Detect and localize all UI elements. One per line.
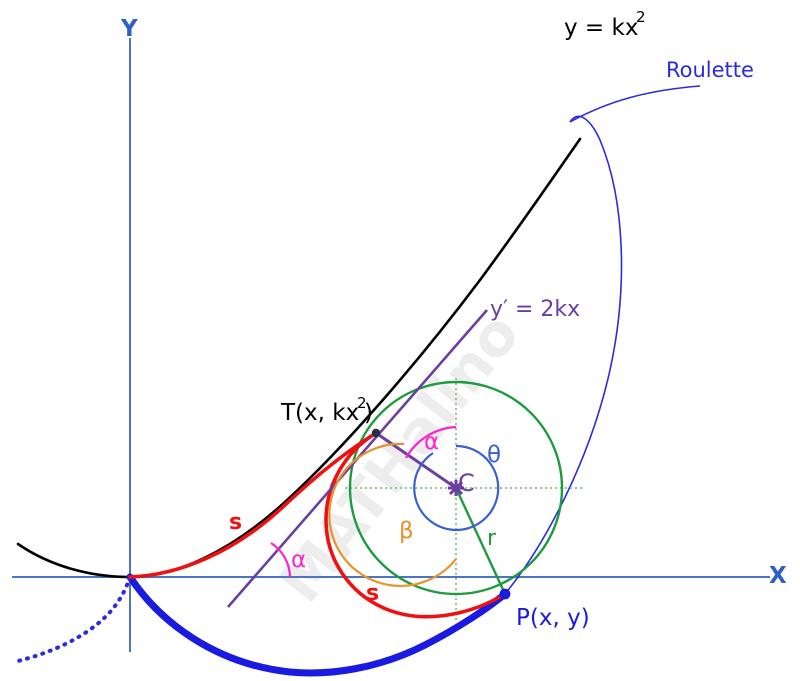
point-t-label: T(x, kx 2 ): [280, 394, 373, 426]
segment-t-to-c: [375, 431, 457, 490]
parabola-curve: [16, 137, 582, 579]
derivative-equation-label: y′ = 2kx: [490, 297, 580, 322]
angle-theta-label: θ: [487, 442, 501, 468]
point-t-marker: [371, 428, 381, 438]
angle-beta-arc: [328, 442, 457, 587]
point-t-label-suffix: ): [364, 400, 373, 426]
points-group: T(x, kx 2 ) C P(x, y): [280, 394, 590, 631]
radius-label: r: [487, 526, 497, 551]
arc-length-circle-part: [324, 431, 507, 619]
roulette-thin-group: Roulette: [504, 58, 754, 595]
angle-alpha-center-arc: [405, 425, 457, 459]
point-t-label-text: T(x, kx: [280, 400, 359, 426]
arc-length-label-lower: s: [366, 581, 379, 606]
parabola-equation-label: y = kx 2: [564, 8, 646, 41]
roulette-label: Roulette: [666, 58, 754, 82]
parabola-equation-exponent: 2: [636, 8, 646, 26]
point-c-marker: [448, 480, 464, 496]
point-p-marker: [499, 588, 511, 600]
parabola-group: y = kx 2: [16, 8, 646, 579]
point-t-label-exponent: 2: [357, 394, 367, 412]
roulette-thick-curve: [126, 573, 509, 677]
angle-arcs-group: θ α β α: [270, 425, 501, 587]
axes-group: X Y: [12, 16, 787, 652]
roulette-thin-curve: [504, 115, 623, 595]
y-axis-label: Y: [120, 16, 138, 42]
point-c-label: C: [458, 469, 475, 497]
radius-segment-cp: [454, 487, 507, 595]
roulette-dotted-mirror: [16, 575, 132, 663]
angle-alpha-axis-arc: [270, 542, 292, 578]
x-axis-label: X: [769, 563, 787, 589]
parabola-equation-text: y = kx: [564, 15, 638, 41]
arc-length-parabola-part: [128, 431, 378, 579]
angle-theta-arc: [413, 444, 500, 532]
angle-beta-label: β: [399, 518, 414, 544]
arc-length-label-upper: s: [229, 510, 242, 535]
rolling-circle-group: r: [348, 380, 564, 596]
angle-alpha-axis-label: α: [291, 547, 306, 573]
angle-alpha-center-label: α: [424, 429, 439, 455]
arc-length-group: s s: [128, 431, 507, 619]
roulette-leader-line: [569, 85, 701, 123]
rolling-circle-green: [348, 380, 564, 596]
guide-lines-group: [345, 378, 582, 620]
point-p-label: P(x, y): [516, 605, 590, 631]
roulette-thick-group: [16, 573, 509, 677]
